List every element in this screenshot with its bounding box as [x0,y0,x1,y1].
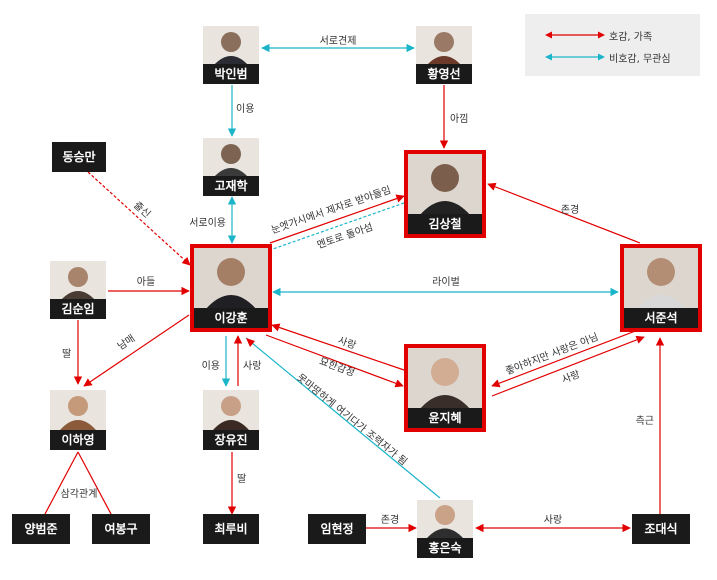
edge-label: 못마땅하게 여기다가 조력자가 됨 [294,371,410,468]
portrait-icon [213,396,249,430]
node-label: 김순임 [50,299,106,319]
node-kim-sunim[interactable]: 김순임 [50,261,106,319]
node-yeo-bonggu[interactable]: 여봉구 [92,514,150,544]
edge-jang-choi: 딸 [227,452,246,515]
edge-park-go: 이용 [227,85,254,137]
node-label: 서준석 [624,308,698,328]
edge-lee-yoon: 사랑 묘한감정 [265,323,405,388]
node-label: 윤지혜 [408,408,482,428]
edge-label: 남매 [115,332,137,352]
portrait-icon [213,144,249,178]
node-seo-junseok[interactable]: 서준석 [620,244,702,332]
portrait-icon [205,258,257,310]
edge-label: 이용 [202,360,220,372]
portrait-icon [419,358,471,410]
edge-label: 멘토로 돌아섬 [315,221,374,251]
edge-label: 딸 [237,473,246,485]
edge-lee-seo: 라이벌 [272,276,619,297]
node-label: 조대식 [644,522,678,536]
edge-lee-kimsangcheol: 눈엣가시에서 제자로 받아들임 멘토로 돌아섬 [269,183,405,251]
edge-hayoung-lee: 남매 [83,314,190,387]
edge-jo-seo: 측근 [636,337,665,514]
edge-seo-yoon: 좋아하지만 사랑은 아님 사랑 [491,329,645,397]
node-label: 최루비 [214,522,248,536]
node-choi-rubi[interactable]: 최루비 [203,514,259,544]
edge-kimsunim-lee: 아들 [108,276,190,296]
legend: 호감, 가족 비호감, 무관심 [525,14,700,76]
node-label: 이강훈 [194,308,268,328]
edge-label: 좋아하지만 사랑은 아님 [504,330,600,377]
node-label: 이하영 [50,430,106,450]
node-kim-sangcheol[interactable]: 김상철 [404,150,486,238]
portrait-icon [427,505,463,538]
edge-lee-jang: 이용 사랑 [202,335,261,387]
portrait-icon [635,258,687,310]
portrait-icon [426,32,462,66]
legend-label: 호감, 가족 [609,32,653,43]
edge-hayoung-triangle: 삼각관계 [44,451,112,515]
portrait-icon [60,396,96,430]
edge-label: 묘한감정 [318,355,357,379]
edge-go-lee: 서로이용 [189,196,237,244]
portrait-icon [60,267,96,301]
node-dong-seungman[interactable]: 동승만 [52,142,106,172]
red-double-arrow-icon [545,31,605,39]
node-im-hyeonjeong[interactable]: 임현정 [308,514,366,544]
edge-hong-jo: 사랑 [475,514,631,533]
edge-label: 이용 [236,103,254,115]
legend-label: 비호감, 무관심 [609,54,671,65]
legend-item-like: 호감, 가족 [525,26,700,44]
edge-label: 사랑 [336,334,357,351]
edge-label: 아낌 [450,113,468,125]
node-lee-ganghun[interactable]: 이강훈 [190,244,272,332]
node-label: 홍은숙 [417,538,473,558]
node-label: 장유진 [203,430,259,450]
node-hong-eunsuk[interactable]: 홍은숙 [417,500,473,558]
node-go-jaehak[interactable]: 고재학 [203,138,259,196]
edge-im-hong: 존경 [366,513,417,533]
node-label: 동승만 [62,150,96,164]
node-label: 임현정 [320,522,354,536]
node-hwang-youngseon[interactable]: 황영선 [416,26,472,84]
edge-label: 사랑 [243,360,261,372]
node-label: 김상철 [408,214,482,234]
node-park-inbeom[interactable]: 박인범 [203,26,259,84]
edge-label: 사랑 [560,368,581,386]
portrait-icon [419,164,471,216]
node-yang-beomjun[interactable]: 양범준 [12,514,70,544]
edge-label: 서로견제 [320,35,357,47]
node-lee-hayoung[interactable]: 이하영 [50,390,106,450]
node-label: 황영선 [416,64,472,84]
portrait-icon [213,32,249,66]
edge-label: 측근 [636,415,654,427]
edge-label: 출신 [131,199,153,220]
edge-kimsunim-hayoung: 딸 [62,320,83,385]
edge-label: 존경 [381,513,399,526]
node-yoon-jihye[interactable]: 윤지혜 [404,344,486,432]
edge-hwang-kimsangcheol: 아낌 [439,85,468,149]
edge-label: 딸 [62,348,71,360]
node-label: 여봉구 [104,522,138,536]
node-label: 고재학 [203,176,259,196]
cyan-double-arrow-icon [545,53,605,61]
node-label: 양범준 [24,522,58,536]
node-jo-daesik[interactable]: 조대식 [632,514,690,544]
edge-label: 라이벌 [432,276,460,288]
edge-label: 사랑 [544,514,562,526]
edge-label: 존경 [561,203,579,216]
edge-dong-lee: 출신 [87,171,191,266]
edge-seo-kimsangcheol: 존경 [487,182,641,244]
node-label: 박인범 [203,64,259,84]
edge-label: 서로이용 [189,217,226,229]
edge-park-hwang: 서로견제 [261,35,415,53]
node-jang-yujin[interactable]: 장유진 [203,390,259,450]
edge-label: 아들 [137,276,155,288]
legend-item-dislike: 비호감, 무관심 [525,48,700,66]
edge-label: 삼각관계 [61,488,98,500]
